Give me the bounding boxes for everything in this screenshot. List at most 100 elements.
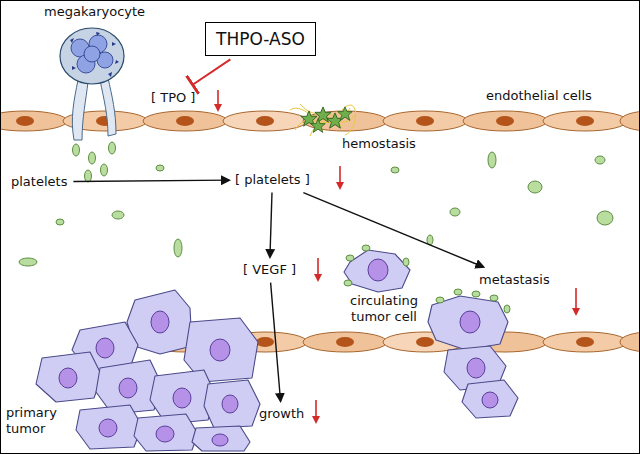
metastasis-label: metastasis [476, 270, 553, 290]
node-text: [ platelets ] [235, 172, 310, 188]
megakaryocyte-cell [115, 60, 119, 64]
platelets-scattered [112, 211, 124, 219]
circulating-tumor-cell [362, 245, 370, 251]
platelets-scattered [109, 142, 116, 154]
fibrin-clot [290, 104, 356, 136]
metastasis-cells [428, 296, 508, 350]
circulating-tumor-cell [403, 258, 409, 266]
tpo-level: [ TPO ] [148, 88, 198, 108]
endothelial-layer-bottom [620, 332, 640, 352]
growth-label: growth [256, 404, 307, 424]
metastasis-cells [436, 297, 444, 303]
tumor-nuclei [210, 339, 230, 361]
tumor-nuclei [156, 426, 174, 442]
circulating-tumor-cell [344, 250, 410, 292]
metastasis-cells [454, 289, 462, 295]
circulating-tumor-cell [346, 255, 354, 261]
decrease-arrows [315, 400, 317, 422]
platelets-scattered [488, 152, 496, 168]
endothelial-nuclei [496, 116, 514, 126]
tumor-nuclei [222, 395, 238, 413]
tumor-nuclei [173, 388, 191, 408]
endothelial-nuclei-bottom [576, 337, 594, 347]
circulating-tumor-cell [344, 245, 410, 292]
megakaryocyte-cell [72, 66, 76, 70]
metastasis-cells [462, 380, 518, 418]
endothelial-nuclei-bottom [416, 337, 434, 347]
endothelial-layer-top [223, 111, 307, 131]
megakaryocyte-cell [72, 80, 88, 140]
platelets-scattered [528, 181, 542, 193]
node-text: [ VEGF ] [243, 262, 296, 278]
activated-platelets [311, 119, 325, 133]
cell-label: endothelial cells [486, 88, 592, 104]
endothelial-nuclei [416, 116, 434, 126]
endothelial-layer-top [383, 111, 467, 131]
platelets-scattered [85, 170, 92, 182]
fibrin-clot [290, 105, 356, 135]
endothelial-nuclei-bottom [256, 337, 594, 347]
megakaryocyte-cell [84, 46, 100, 62]
metastasis-cells [460, 311, 498, 408]
tumor-label: primary tumor [6, 405, 68, 438]
cell-label: circulating tumor cell [336, 293, 432, 326]
endothelial-nuclei [16, 116, 34, 126]
node-text: platelets [11, 174, 67, 190]
platelets-scattered [89, 152, 96, 164]
megakaryocyte-cell [108, 72, 112, 77]
endothelial-nuclei [256, 116, 274, 126]
endothelial-nuclei [176, 116, 194, 126]
platelet-level: [ platelets ] [232, 170, 313, 190]
drug-box: THPO-ASO [205, 22, 316, 56]
endothelial-layer-top [0, 111, 67, 131]
endothelial-layer-top [143, 111, 227, 131]
megakaryocyte-cell [100, 78, 116, 136]
megakaryocyte-cell [71, 35, 113, 73]
tumor-nuclei [151, 311, 169, 333]
endothelial-layer-bottom [303, 332, 387, 352]
node-text: growth [259, 406, 304, 422]
platelets-scattered [391, 167, 399, 173]
inhibition-line [192, 59, 230, 85]
megakaryocyte-cell [112, 42, 116, 46]
endothelial-nuclei-bottom [336, 337, 354, 347]
tumor-nuclei [59, 311, 238, 446]
tumor-nuclei [212, 434, 228, 446]
activated-platelets [338, 107, 352, 121]
cell-label: megakaryocyte [44, 4, 145, 20]
decrease-arrows [317, 258, 319, 280]
platelets-scattered [73, 144, 80, 156]
arrow [303, 193, 483, 267]
node-text: THPO-ASO [216, 29, 305, 49]
tumor-nuclei [96, 338, 114, 358]
megakaryocyte-cell [70, 38, 74, 43]
platelets-scattered [101, 164, 108, 176]
circulating-tumor-cell [344, 280, 352, 286]
platelets-scattered [597, 211, 613, 225]
endothelial-layer-bottom [543, 332, 627, 352]
node-text: metastasis [479, 272, 550, 288]
process-label: hemostasis [342, 136, 416, 152]
megakaryocyte-cell [60, 28, 124, 140]
vegf-level: [ VEGF ] [240, 260, 299, 280]
decrease-arrows [218, 90, 576, 422]
node-text: [ TPO ] [151, 90, 195, 106]
platelets-scattered [56, 219, 64, 225]
metastasis-cells [460, 311, 480, 333]
arrow [73, 180, 229, 181]
endothelial-nuclei [576, 116, 594, 126]
platelets-scattered [174, 239, 182, 257]
metastasis-cells [436, 289, 510, 313]
metastasis-cells [428, 289, 518, 418]
endothelial-layer-top [620, 111, 640, 131]
primary-tumor-cells [36, 352, 102, 402]
primary-tumor-cells [36, 290, 260, 451]
primary-tumor-cells [76, 405, 142, 449]
platelets-label: platelets [8, 172, 70, 192]
endothelial-layer-top [463, 111, 547, 131]
metastasis-cells [490, 295, 498, 301]
